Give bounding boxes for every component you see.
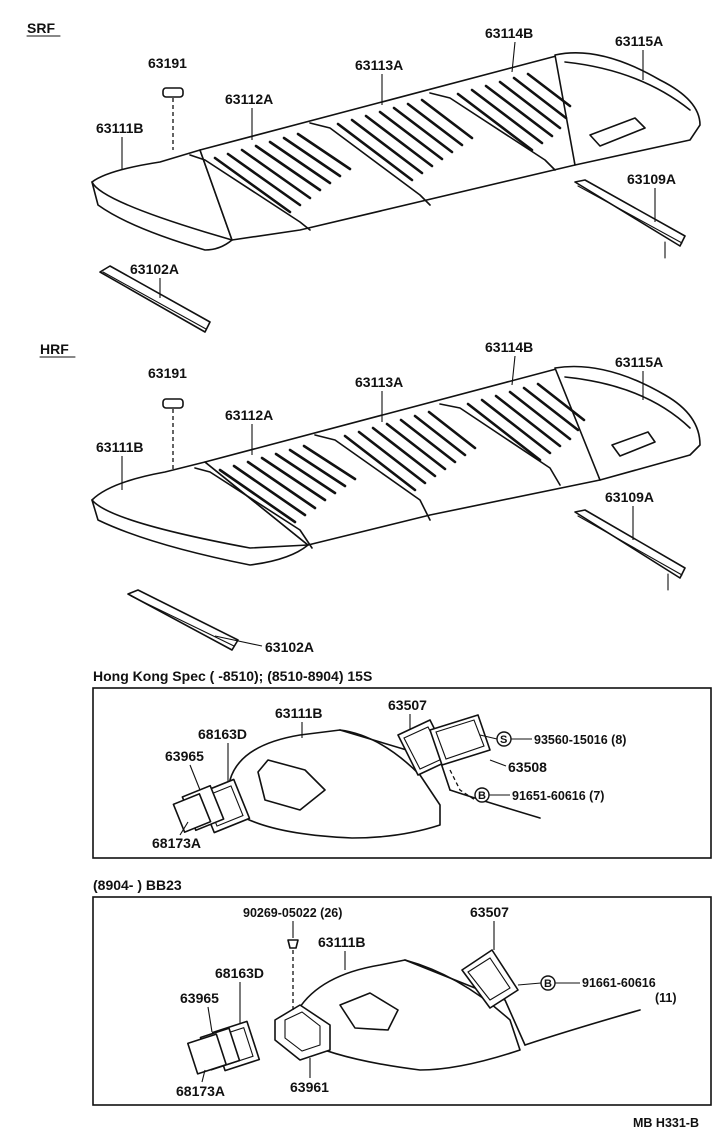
hrf-clip-63191 — [162, 398, 184, 409]
bb-vent-63507 — [461, 949, 519, 1009]
bb-leader-63965 — [207, 1006, 213, 1033]
hrf-seam-1 — [194, 467, 313, 549]
hrf-label-63112A: 63112A — [225, 407, 273, 423]
srf-seam-1 — [189, 154, 311, 231]
hrf-label-63111B: 63111B — [96, 439, 144, 455]
hk-cover-63508 — [429, 714, 491, 766]
bb-lens-68173A — [186, 1033, 228, 1075]
hk-lens-68173A — [172, 793, 212, 833]
hrf-leader-63114B — [511, 355, 516, 386]
srf-label-63102A: 63102A — [130, 261, 179, 277]
hrf-section-label: HRF — [40, 341, 69, 357]
srf-rear-roof-panel — [554, 52, 701, 166]
srf-side-rail-front-line — [102, 271, 207, 330]
hk-roof-rear-edge — [449, 789, 541, 819]
hrf-ribs — [218, 382, 586, 524]
hk-bolt-marker-letter: B — [478, 790, 486, 802]
hrf-side-rail-rear-line — [577, 515, 683, 576]
bb-bolt-marker-letter: B — [544, 978, 552, 990]
srf-roof-assembly — [91, 52, 701, 251]
srf-leader-63114B — [511, 41, 516, 73]
hrf-label-63115A: 63115A — [615, 354, 663, 370]
srf-front-panel-edge — [91, 181, 233, 241]
srf-label-63109A: 63109A — [627, 171, 676, 187]
bb-bolt-qty: (11) — [655, 991, 677, 1005]
bb-label-90269: 90269-05022 (26) — [243, 906, 342, 920]
bb-roof-rear-edge — [524, 1009, 641, 1046]
hk-label-68173A: 68173A — [152, 835, 201, 851]
hk-screw-part: 93560-15016 (8) — [534, 733, 626, 747]
bb-leader-68173A — [201, 1069, 206, 1083]
hrf-rear-roof-panel — [554, 365, 701, 481]
srf-clip-63191 — [162, 87, 184, 98]
bb23-section-label: (8904- ) BB23 — [93, 877, 182, 893]
srf-section-label: SRF — [27, 20, 55, 36]
hrf-front-roof-panel — [91, 461, 309, 566]
bb-bolt-part: 91661-60616 — [582, 976, 656, 990]
hk-label-63111B: 63111B — [275, 705, 323, 721]
srf-section: SRF — [26, 20, 701, 333]
hrf-section: HRF — [39, 339, 701, 655]
hrf-label-63191: 63191 — [148, 365, 187, 381]
srf-seam-2 — [309, 122, 431, 206]
hrf-label-63102A: 63102A — [265, 639, 314, 655]
srf-label-63114B: 63114B — [485, 25, 533, 41]
hk-label-63965: 63965 — [165, 748, 204, 764]
hk-screw-leader-part — [479, 734, 498, 740]
srf-label-63112A: 63112A — [225, 91, 273, 107]
bb-roof-edge — [404, 959, 526, 1046]
hrf-rear-panel-edge — [564, 376, 691, 429]
srf-rear-panel-edge — [564, 61, 691, 111]
bb-label-68163D: 68163D — [215, 965, 264, 981]
bb-label-63961: 63961 — [290, 1079, 329, 1095]
hrf-front-panel-edge — [91, 499, 309, 549]
hrf-rear-vent — [611, 431, 656, 457]
hrf-label-63113A: 63113A — [355, 374, 403, 390]
diagram-code: MB H331-B — [633, 1116, 699, 1130]
hk-screw-marker-letter: S — [500, 734, 507, 746]
hk-bolt-part: 91651-60616 (7) — [512, 789, 604, 803]
bb-screw-90269 — [287, 939, 299, 949]
hongkong-section-label: Hong Kong Spec ( -8510); (8510-8904) 15S — [93, 668, 372, 684]
hk-bolt-guide — [449, 769, 476, 801]
srf-label-63111B: 63111B — [96, 120, 144, 136]
hrf-label-63109A: 63109A — [605, 489, 654, 505]
hrf-seam-3 — [439, 403, 561, 486]
bb23-frame — [92, 896, 712, 1106]
srf-side-rail-rear-line — [577, 185, 683, 244]
hongkong-frame — [92, 687, 712, 859]
bb23-section: (8904- ) BB23 B 91661-60616 (11) 90269-0… — [92, 877, 712, 1106]
hrf-side-rail-front-line — [130, 595, 235, 647]
bb-bolt-leader-part — [517, 982, 542, 986]
hrf-roof-assembly — [91, 365, 701, 566]
srf-rear-vent — [589, 117, 646, 147]
hongkong-section: Hong Kong Spec ( -8510); (8510-8904) 15S… — [92, 668, 712, 859]
srf-label-63113A: 63113A — [355, 57, 403, 73]
hk-label-68163D: 68163D — [198, 726, 247, 742]
hk-leader-63965 — [189, 764, 201, 791]
hk-hatch-opening — [257, 759, 326, 811]
bb-bracket-63961-inner — [284, 1011, 321, 1052]
bb-label-68173A: 68173A — [176, 1083, 225, 1099]
bb-label-63965: 63965 — [180, 990, 219, 1006]
hk-leader-63508 — [489, 759, 507, 767]
srf-ribs — [213, 72, 572, 214]
hk-label-63507: 63507 — [388, 697, 427, 713]
bb-label-63507: 63507 — [470, 904, 509, 920]
srf-seam-3 — [429, 92, 556, 171]
hrf-seam-2 — [314, 434, 431, 521]
bb-hatch — [339, 992, 399, 1031]
bb-vent-63507-inner — [467, 957, 511, 1001]
hk-cover-63508-inner — [435, 719, 485, 760]
srf-label-63191: 63191 — [148, 55, 187, 71]
hrf-leader-63102A — [214, 635, 263, 647]
srf-label-63115A: 63115A — [615, 33, 663, 49]
bb-label-63111B: 63111B — [318, 934, 366, 950]
hrf-side-rail-front — [127, 589, 239, 651]
hk-leader-68173A — [179, 821, 189, 836]
hrf-label-63114B: 63114B — [485, 339, 533, 355]
hk-label-63508: 63508 — [508, 759, 547, 775]
